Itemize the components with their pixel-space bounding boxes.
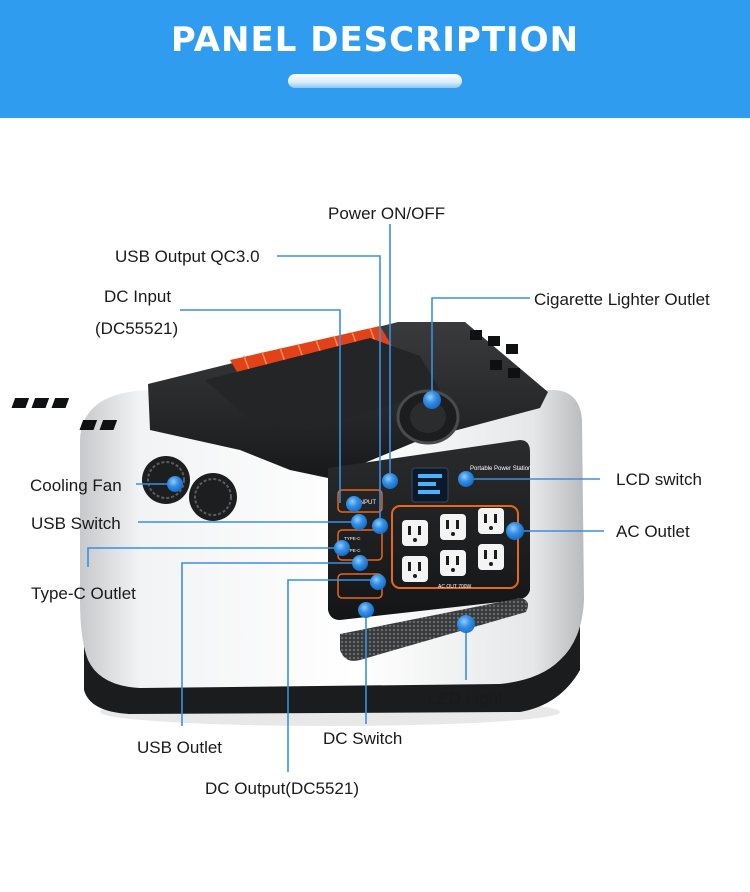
ac-outlet-frame [391,505,519,589]
leader-lines [87,224,604,772]
marker-power [382,473,398,489]
typec-label-2: TYPE-C [344,548,361,553]
header-banner: PANEL DESCRIPTION [0,0,750,118]
leader-usb-outlet [181,562,360,726]
station-label: Portable Power Station [470,466,531,472]
lcd-bar-1 [418,474,442,478]
input-port-frame [337,489,383,513]
label-dc-output: DC Output(DC5521) [205,779,360,798]
page-title: PANEL DESCRIPTION [170,20,580,60]
ac-socket-slots [408,514,497,578]
leader-cigarette [431,297,530,397]
label-dc-switch: DC Switch [323,729,403,748]
marker-lcd-switch [458,471,474,487]
marker-dc-output [370,574,386,590]
marker-led-light [457,615,475,633]
label-cooling-fan: Cooling Fan [30,476,122,495]
marker-usb-qc [372,518,388,534]
lcd-bar-2 [418,482,436,486]
lid-grip-right [470,330,520,378]
label-lcd-switch: LCD switch [616,470,702,489]
lcd-bar-3 [418,490,440,494]
marker-type-c [334,540,350,556]
marker-cooling-fan [167,476,183,492]
leader-type-c [87,547,342,567]
marker-usb-outlet [352,555,368,571]
callout-markers [167,391,524,633]
ac-out-label: AC OUT 700W [438,584,472,590]
label-dc-input: DC Input [104,287,172,306]
label-usb-outlet: USB Outlet [137,738,223,757]
typec-label-1: TYPE-C [344,536,361,541]
marker-dc-input [346,496,362,512]
label-dc-input-spec: (DC55521) [95,319,179,338]
label-ac-outlet: AC Outlet [616,522,690,541]
label-type-c-outlet: Type-C Outlet [31,584,136,603]
title-underline [288,74,462,88]
lid-grip-left [11,398,118,430]
led-light-bar [340,598,528,661]
label-usb-output-qc3: USB Output QC3.0 [115,247,260,266]
leader-usb-qc [277,255,381,524]
label-led-light: LED Light [428,689,503,708]
label-power-on-off: Power ON/OFF [328,204,446,223]
input-label: INPUT [358,500,376,506]
marker-cigarette [423,391,441,409]
handle-cover [205,338,440,430]
label-cigarette-lighter: Cigarette Lighter Outlet [534,290,710,309]
label-usb-switch: USB Switch [31,514,121,533]
marker-usb-switch [351,514,367,530]
leader-dc-output [287,579,378,772]
cooling-fan-grills [142,456,237,521]
marker-ac-outlet [506,522,524,540]
marker-dc-switch [358,602,374,618]
cigarette-socket-inner [410,401,446,433]
leader-dc-input [180,309,341,503]
